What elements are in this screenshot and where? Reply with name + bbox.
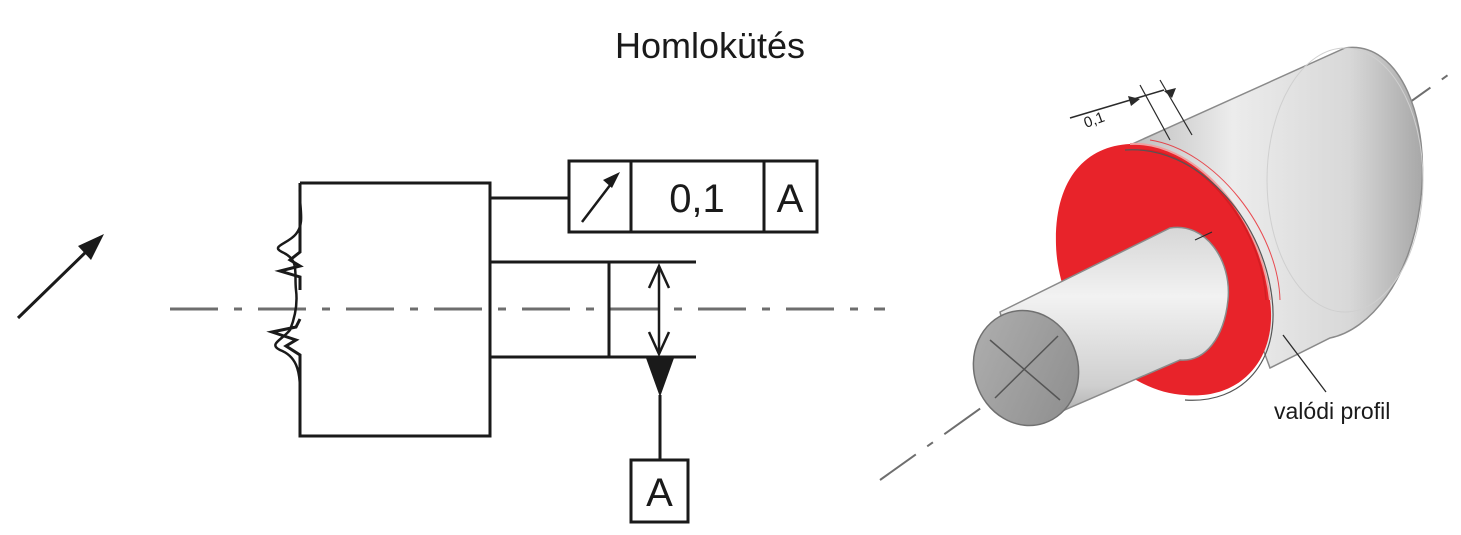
datum-letter: A: [646, 471, 673, 515]
runout-symbol-icon: [581, 172, 620, 223]
view-direction-arrow: [16, 234, 104, 320]
shaft-end-face: [972, 309, 1080, 427]
iso-dimension: 0,1: [1069, 79, 1193, 141]
datum-triangle: [646, 358, 674, 460]
diagram-title: Homlokütés: [615, 25, 805, 66]
isometric-view: 0,1 valódi profil: [879, 46, 1456, 481]
part-body-outline: [266, 181, 492, 438]
true-profile-outline: [1124, 149, 1274, 401]
datum-reference: A: [777, 177, 804, 221]
technical-drawing: 0,1 A A: [16, 159, 885, 524]
profile-leader: [1282, 334, 1327, 393]
tolerance-value: 0,1: [669, 177, 725, 221]
iso-dimension-value: 0,1: [1082, 109, 1107, 132]
datum-box: A: [629, 458, 690, 524]
shaft-outline: [490, 260, 696, 359]
profile-label: valódi profil: [1274, 398, 1390, 424]
feature-control-frame: 0,1 A: [567, 159, 819, 234]
break-line: [274, 183, 303, 391]
dimension-arrow: [647, 262, 671, 358]
radial-marker: [1194, 231, 1213, 241]
